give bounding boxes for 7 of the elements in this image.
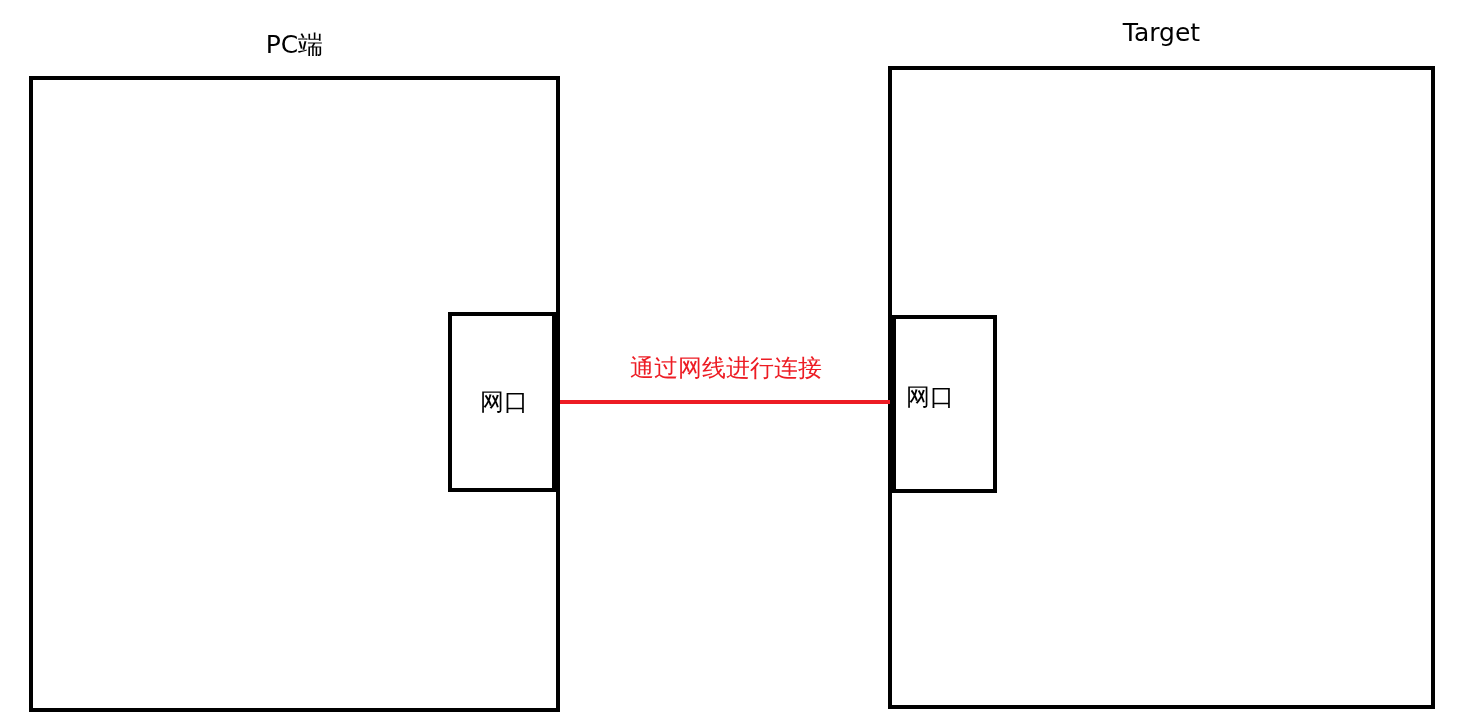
cable-line <box>560 400 890 404</box>
port-box <box>892 315 997 493</box>
box-heading: Target <box>1121 18 1202 47</box>
port-box <box>448 312 556 492</box>
port-label: 网口 <box>480 387 528 418</box>
box-heading: PC端 <box>264 29 325 61</box>
port-label: 网口 <box>906 382 954 413</box>
